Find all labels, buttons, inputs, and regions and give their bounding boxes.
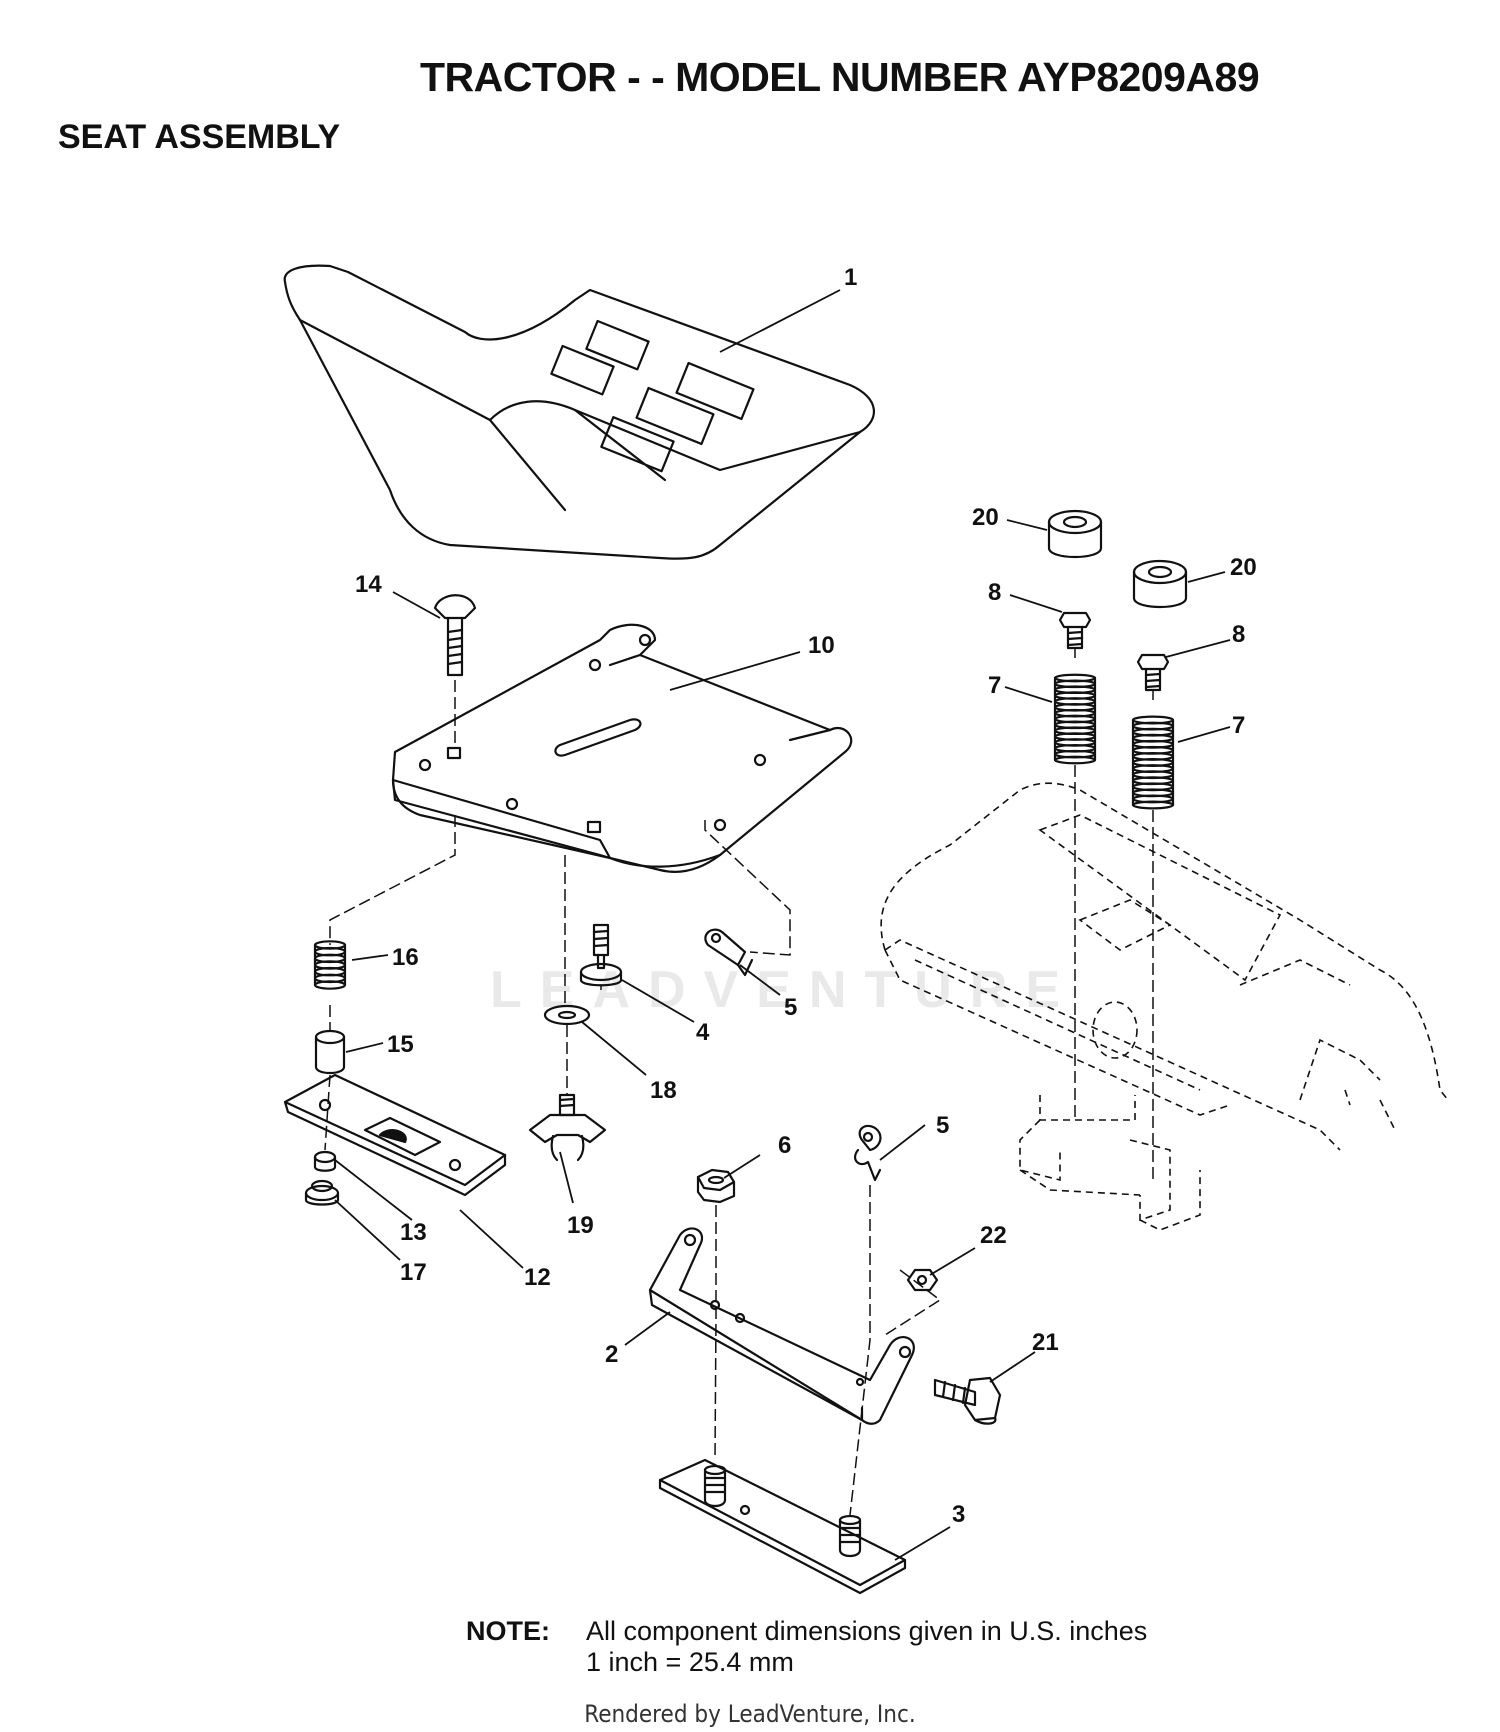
callout-3: 3 [952,1501,965,1528]
seat-pan-part [391,623,853,873]
bushing-part [314,1029,346,1075]
slide-bracket-part [283,1073,507,1197]
callout-10: 10 [808,632,835,659]
callout-8-right: 8 [1232,621,1245,648]
section-title: SEAT ASSEMBLY [58,118,341,156]
callout-12: 12 [524,1264,551,1291]
callout-5-upper: 5 [784,994,797,1021]
callout-16: 16 [392,944,419,971]
callout-22: 22 [980,1222,1007,1249]
hex-nut-22-part [906,1268,939,1292]
assembly-guide-lines [324,648,1154,1516]
callout-8-left: 8 [988,579,1001,606]
hex-bolt-left-part [1058,611,1092,650]
callout-6: 6 [778,1132,791,1159]
spacer-left-part [1047,509,1103,558]
pivot-bracket-part [648,1227,915,1425]
hex-bolt-right-part [1136,653,1170,692]
flange-nut-17-part [304,1179,340,1206]
spacer-right-part [1132,559,1188,608]
render-credit: Rendered by LeadVenture, Inc. [584,1700,916,1728]
callout-21: 21 [1032,1329,1059,1356]
leader-lines [334,289,1231,1561]
carriage-bolt-part [433,594,477,677]
washer-part [543,1004,591,1026]
callout-17: 17 [400,1259,427,1286]
base-plate-part [658,1458,907,1595]
callout-5-lower: 5 [936,1112,949,1139]
callout-7-right: 7 [1232,712,1245,739]
note-label: NOTE: [466,1616,550,1646]
callout-labels: 1 20 20 8 8 7 7 14 10 16 15 4 5 18 6 5 1… [355,264,1257,1528]
callout-18: 18 [650,1077,677,1104]
spring-left-part [1053,673,1097,765]
hex-nut-6-part [696,1168,736,1204]
spring-small-part [313,940,347,990]
note-line-1: All component dimensions given in U.S. i… [586,1616,1148,1646]
callout-2: 2 [605,1341,618,1368]
pivot-bolt-part [933,1376,1002,1425]
tractor-body-outline [880,782,1449,1231]
callout-13: 13 [400,1219,427,1246]
page-title: TRACTOR - - MODEL NUMBER AYP8209A89 [420,54,1260,100]
callout-4: 4 [696,1019,710,1046]
callout-19: 19 [567,1212,594,1239]
callout-20-left: 20 [972,504,999,531]
callout-7-left: 7 [988,672,1001,699]
clip-upper-part [704,928,754,977]
spring-right-part [1131,715,1175,810]
adjustment-knob-part [528,1093,607,1162]
clip-lower-part [853,1124,882,1182]
callout-20-right: 20 [1230,554,1257,581]
shoulder-bolt-part [579,923,623,987]
callout-1: 1 [844,264,857,291]
nut-13-part [313,1150,337,1172]
seat-part [283,264,876,560]
note-line-2: 1 inch = 25.4 mm [586,1647,794,1677]
callout-15: 15 [387,1031,414,1058]
callout-14: 14 [355,571,382,598]
